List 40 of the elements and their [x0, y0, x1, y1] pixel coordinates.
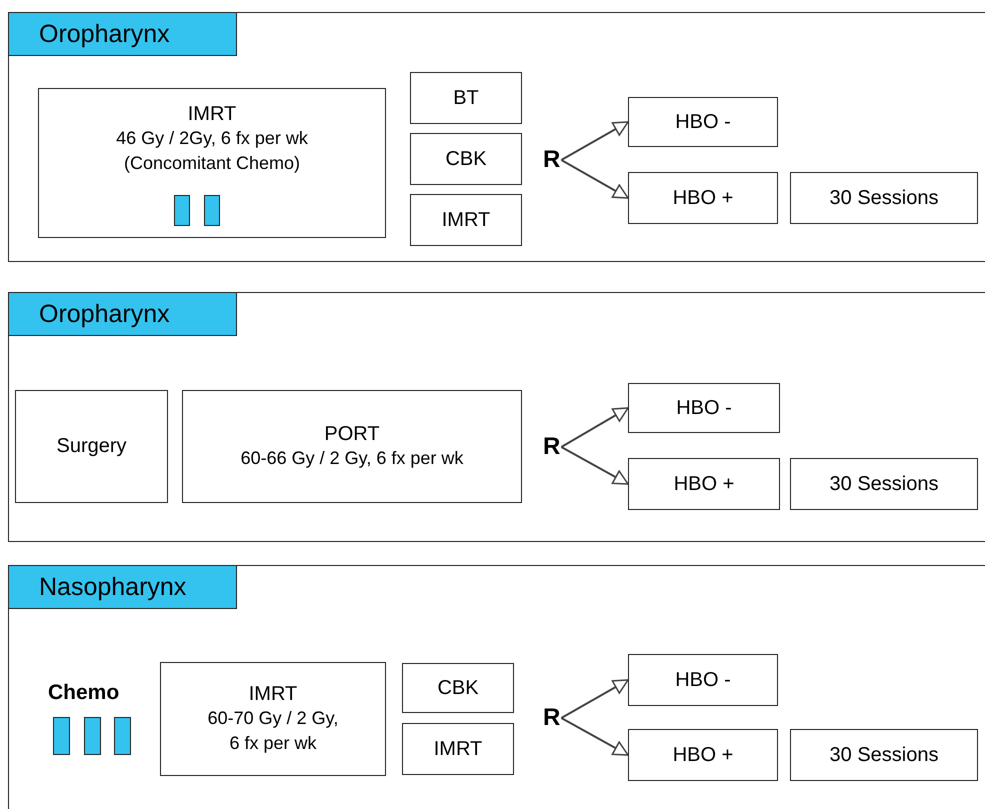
arm-box: HBO +: [628, 729, 778, 781]
arm-box: HBO -: [628, 383, 780, 433]
panel-heading: Oropharynx: [8, 12, 237, 56]
panel-heading: Nasopharynx: [8, 565, 237, 609]
randomization-label: R: [543, 148, 560, 172]
box-text: 60-66 Gy / 2 Gy, 6 fx per wk: [240, 446, 464, 470]
box-text: 46 Gy / 2Gy, 6 fx per wk (Concomitant Chemo): [115, 127, 309, 175]
arrow: [560, 159, 629, 199]
session-box: 30 Sessions: [790, 172, 978, 224]
box-title: IMRT: [248, 682, 298, 706]
arm-box: HBO -: [628, 654, 778, 706]
treatment-box: CBK: [402, 663, 514, 713]
treatment-box: BT: [410, 72, 522, 124]
arrow: [560, 121, 629, 161]
arrow: [560, 679, 629, 719]
arrow: [560, 407, 629, 448]
arm-box: HBO -: [628, 97, 778, 147]
treatment-box: CBK: [410, 133, 522, 185]
treatment-box: IMRT: [410, 194, 522, 246]
arrow: [560, 717, 629, 756]
treatment-box: [160, 662, 386, 776]
arm-box: HBO +: [628, 172, 778, 224]
randomization-label: R: [543, 706, 560, 730]
treatment-box: Surgery: [15, 390, 168, 503]
session-box: 30 Sessions: [790, 729, 978, 781]
treatment-box: IMRT: [402, 723, 514, 775]
panel: [8, 565, 985, 809]
box-title: IMRT: [188, 103, 236, 126]
arrow: [560, 446, 629, 485]
randomization-label: R: [543, 435, 560, 459]
panel: [8, 12, 985, 262]
treatment-box: [38, 88, 386, 238]
panel-heading: Oropharynx: [8, 292, 237, 336]
panel: [8, 292, 985, 542]
box-title: PORT: [324, 422, 380, 446]
arm-box: HBO +: [628, 458, 780, 510]
box-text: 60-70 Gy / 2 Gy, 6 fx per wk: [206, 706, 340, 755]
chemo-label: Chemo: [48, 681, 120, 705]
session-box: 30 Sessions: [790, 458, 978, 510]
treatment-box: [182, 390, 522, 503]
